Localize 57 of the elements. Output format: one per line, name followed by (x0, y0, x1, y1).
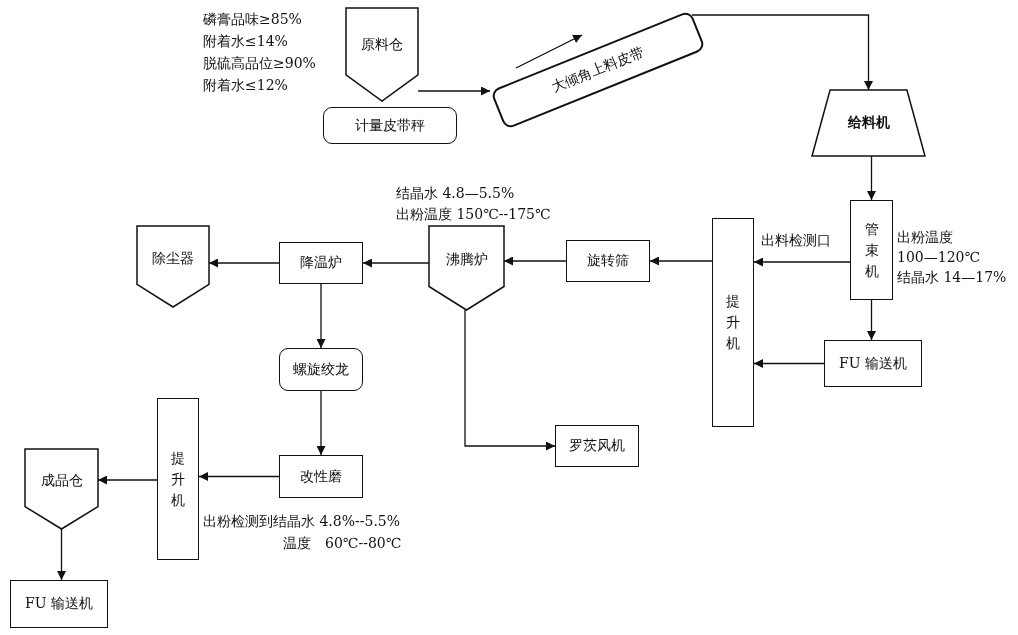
annotation-text: 温度 60℃--80℃ (283, 535, 402, 553)
arrow (208, 258, 280, 268)
node-label: 计量皮带秤 (355, 116, 425, 135)
arrow (753, 359, 825, 368)
process-box (279, 242, 363, 284)
arrow (753, 257, 851, 267)
arrow (691, 14, 873, 91)
node-label: 罗茨风机 (569, 437, 625, 455)
arrow (57, 528, 66, 581)
node-label: 给料机 (847, 114, 890, 132)
rounded-process-box (323, 107, 457, 144)
arrow (867, 299, 876, 341)
annotation-text: 100—120℃ (897, 249, 981, 265)
rounded-process-box (279, 348, 363, 391)
arrow (97, 475, 158, 485)
annotation-text: 附着水≤14% (203, 33, 288, 51)
node-label: FU 输送机 (839, 354, 907, 373)
process-box (712, 218, 754, 427)
process-box (824, 340, 922, 387)
node-label: 大倾角上料皮带 (549, 43, 647, 97)
arrow (417, 86, 491, 96)
node-label: FU 输送机 (25, 595, 93, 613)
process-box (566, 240, 650, 282)
node-label: 原料仓 (361, 35, 403, 54)
inclined-belt-box (490, 10, 706, 130)
node-label: 管束机 (864, 219, 879, 281)
process-box (157, 398, 199, 560)
arrow (362, 258, 430, 268)
annotation-text: 出粉温度 (897, 229, 953, 247)
node-label: 旋转筛 (587, 252, 629, 270)
arrow (503, 256, 567, 266)
arrow (198, 472, 280, 481)
node-label: 螺旋绞龙 (293, 360, 349, 379)
process-box (850, 200, 893, 300)
arrow (464, 309, 556, 451)
annotation-text: 附着水≤12% (203, 77, 288, 95)
node-label: 除尘器 (152, 249, 194, 268)
annotation-text: 结晶水 14—17% (897, 269, 1007, 287)
edge-label: 出料检测口 (760, 232, 832, 250)
arrow (867, 155, 876, 201)
annotation-text: 结晶水 4.8—5.5% (396, 185, 515, 203)
node-label: 提升机 (726, 292, 740, 353)
annotation-text: 磷膏品味≥85% (203, 11, 302, 29)
process-box (10, 580, 108, 628)
arrow (316, 390, 326, 456)
node-label: 沸腾炉 (445, 251, 488, 269)
annotation-text: 脱硫高品位≥90% (203, 55, 316, 73)
arrow (316, 283, 326, 349)
annotation-text: 出粉温度 150℃--175℃ (396, 206, 551, 224)
annotation-text: 出粉检测到结晶水 4.8%--5.5% (203, 513, 401, 531)
node-label: 降温炉 (300, 254, 342, 272)
node-label: 成品仓 (40, 472, 83, 490)
process-box (279, 455, 363, 498)
arrow (649, 256, 713, 266)
node-label: 改性磨 (300, 467, 342, 486)
node-label: 提升机 (171, 448, 185, 510)
process-box (555, 425, 639, 467)
